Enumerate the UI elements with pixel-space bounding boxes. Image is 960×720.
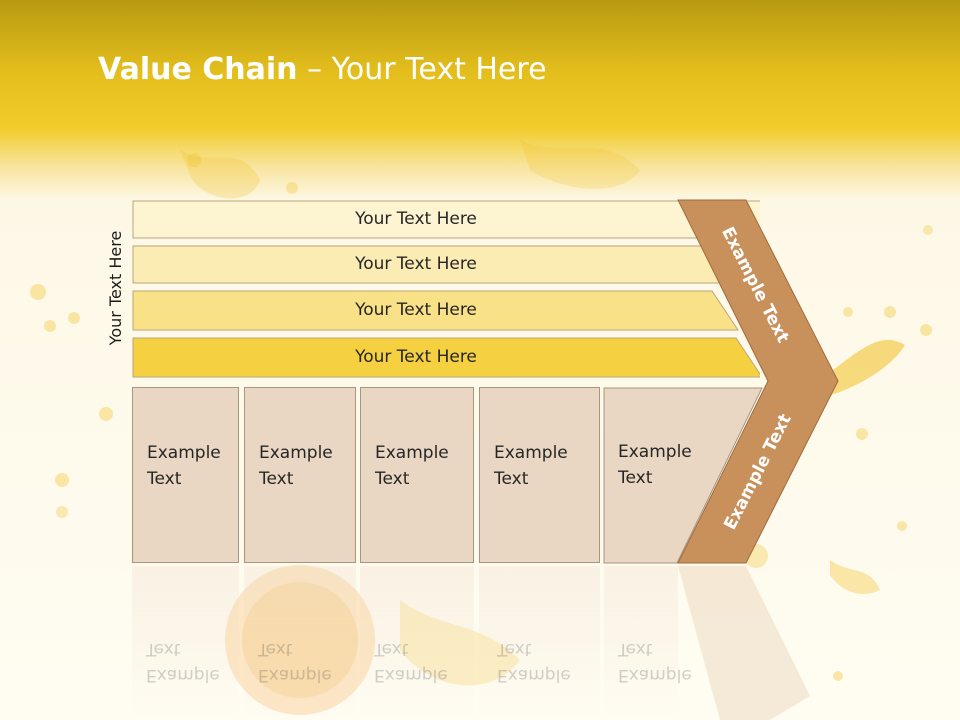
primary-activity-box-4-text: Example Text (494, 443, 568, 489)
margin-chevron-shape (677, 199, 839, 564)
support-bar-1: Your Text Here (132, 200, 760, 240)
primary-activity-box-5-shape (603, 387, 763, 564)
support-bar-3: Your Text Here (132, 290, 760, 331)
support-bar-4: Your Text Here (132, 337, 760, 378)
title-bold: Value Chain (98, 52, 298, 87)
primary-activity-box-3-text: Example Text (375, 443, 449, 489)
slide-title: Value Chain – Your Text Here (98, 52, 547, 87)
support-bar-2: Your Text Here (132, 245, 760, 285)
primary-activity-box-2: Example Text (244, 387, 356, 563)
primary-activity-box-5-text: Example Text (618, 442, 692, 488)
title-rest: – Your Text Here (297, 52, 547, 87)
support-bar-3-shape (132, 290, 739, 331)
primary-activity-box-1: Example Text (132, 387, 239, 563)
support-bar-1-text: Your Text Here (355, 209, 477, 229)
support-bar-3-text: Your Text Here (355, 300, 477, 320)
support-bar-4-text: Your Text Here (355, 347, 477, 367)
support-bar-2-text: Your Text Here (355, 254, 477, 274)
primary-activity-box-3: Example Text (360, 387, 474, 563)
primary-activity-box-1-text: Example Text (147, 443, 221, 489)
support-bar-4-shape (132, 337, 760, 378)
primary-activity-box-4: Example Text (479, 387, 600, 563)
support-bar-1-shape (132, 200, 760, 239)
primary-activity-box-2-text: Example Text (259, 443, 333, 489)
